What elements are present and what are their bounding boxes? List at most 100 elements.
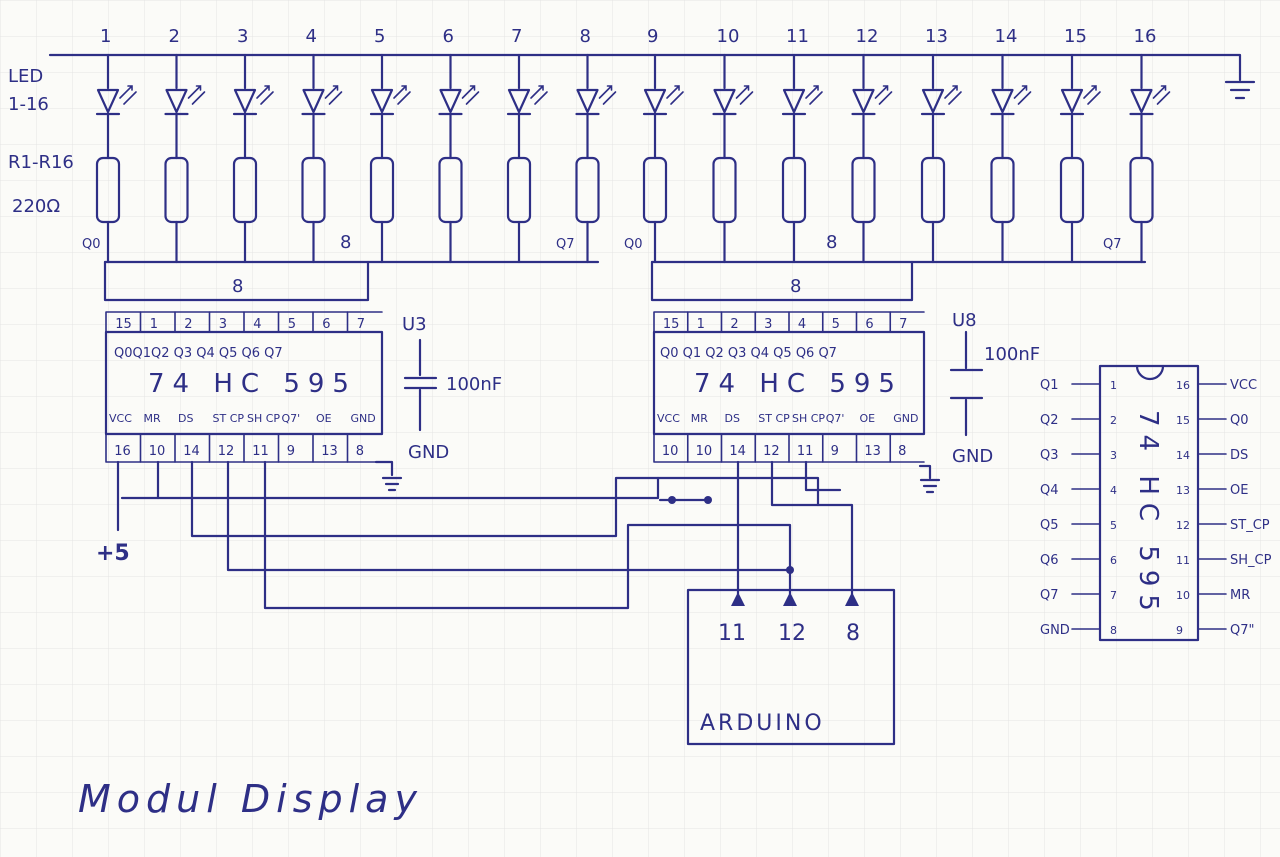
- right-shcp-wire: [804, 460, 842, 492]
- chip-top-pin-number: 15: [115, 317, 132, 332]
- led-number: 2: [169, 26, 180, 47]
- led-number: 3: [237, 26, 248, 47]
- right-cap-value: 100nF: [984, 344, 1040, 365]
- junction-dot: [668, 496, 676, 504]
- chip-bottom-pin-number: 8: [898, 444, 906, 459]
- chip-bottom-pin-number: 9: [831, 444, 839, 459]
- pinout-left-number: 1: [1110, 379, 1117, 392]
- light-emission-arrows: [1152, 85, 1171, 105]
- chip-top-pin-number: 3: [764, 317, 772, 332]
- led-number: 14: [995, 26, 1018, 47]
- chip-bottom-pin-name: Q7': [826, 412, 845, 425]
- chip-pin-cell: [821, 433, 858, 463]
- led-number: 6: [443, 26, 454, 47]
- led-label: LED: [8, 66, 43, 87]
- light-emission-arrows: [805, 85, 823, 105]
- chip-pin-cell: [139, 311, 176, 333]
- stcp-wire: [226, 460, 792, 596]
- left-cap-gnd: GND: [408, 442, 449, 463]
- chip-top-pin-number: 6: [322, 317, 330, 332]
- pinout-right-number: 9: [1176, 624, 1183, 637]
- chip-top-pin-number: 4: [253, 317, 261, 332]
- pinout-left-label: Q5: [1040, 518, 1059, 533]
- chip-pin-cell: [105, 311, 142, 333]
- pinout-part: 74 HC 595: [1133, 410, 1163, 619]
- chip-pin-cell: [174, 311, 211, 333]
- pinout-right-number: 10: [1176, 589, 1190, 602]
- chip-bottom-pin-number: 10: [662, 444, 679, 459]
- chip-bottom-pin-number: 11: [252, 444, 269, 459]
- rail-ground-symbol: [1224, 80, 1256, 100]
- pinout-right-label: Q0: [1230, 413, 1249, 428]
- led-number: 13: [925, 26, 948, 47]
- chip-bottom-pin-number: 10: [696, 444, 713, 459]
- led-number: 15: [1064, 26, 1087, 47]
- chip-bottom-pin-number: 16: [114, 444, 131, 459]
- left-cap-value: 100nF: [446, 374, 502, 395]
- chip-top-pin-number: 1: [150, 317, 158, 332]
- right-cap-ref: U8: [952, 310, 977, 331]
- chip-top-pin-number: 5: [832, 317, 840, 332]
- led-column: 16: [1129, 26, 1171, 264]
- pinout-left-number: 6: [1110, 554, 1117, 567]
- led-number: 8: [580, 26, 591, 47]
- chip-bottom-pin-name: MR: [691, 412, 708, 425]
- chip-pin-cell: [277, 433, 314, 463]
- right-bus-drop: [650, 260, 914, 302]
- led-column: 11: [781, 26, 823, 264]
- left-q-start: Q0: [82, 237, 101, 252]
- chip-bottom-pin-name: DS: [178, 412, 193, 425]
- led-number: 7: [511, 26, 522, 47]
- shcp-wire: [263, 460, 792, 610]
- chip-bottom-pin-name: ST CP: [758, 412, 790, 425]
- pinout-right-number: 13: [1176, 484, 1190, 497]
- chip-bottom-pin-number: 10: [149, 444, 166, 459]
- right-stcp-wire: [770, 460, 820, 507]
- chip-bottom-pin-name: OE: [316, 412, 332, 425]
- chip-pin-cell: [754, 311, 790, 333]
- pinout-left-label: Q6: [1040, 553, 1059, 568]
- left-chip-part: 74 HC 595: [148, 369, 357, 399]
- led-column: 10: [712, 26, 754, 264]
- chip-bottom-pin-number: 12: [763, 444, 780, 459]
- chip-pin-cell: [821, 311, 858, 333]
- led-column: 9: [642, 26, 684, 264]
- supply-label: +5: [96, 541, 130, 566]
- pinout-right-label: DS: [1230, 448, 1248, 463]
- chip-bottom-pin-name: SH CP: [792, 412, 825, 425]
- chip-top-pin-number: 7: [357, 317, 365, 332]
- left-decoupling-capacitor: U3 100nF GND: [402, 314, 502, 463]
- left-bus-width: 8: [340, 232, 351, 253]
- pinout-right-label: SH_CP: [1230, 553, 1272, 568]
- chip-top-pin-number: 7: [899, 317, 907, 332]
- pinout-left-label: Q3: [1040, 448, 1059, 463]
- led-number: 1: [100, 26, 111, 47]
- chip-bottom-pin-number: 12: [218, 444, 235, 459]
- chip-bottom-pin-number: 14: [729, 444, 746, 459]
- chip-bottom-pin-name: DS: [725, 412, 740, 425]
- led-column: 2: [164, 26, 206, 264]
- chip-pin-cell: [686, 433, 723, 463]
- chip-bottom-pin-name: VCC: [657, 412, 680, 425]
- led-column: 6: [438, 26, 480, 264]
- chip-bottom-pin-number: 8: [356, 444, 364, 459]
- chip-top-pin-number: 15: [663, 317, 680, 332]
- pinout-right-number: 15: [1176, 414, 1190, 427]
- junction-dot: [704, 496, 712, 504]
- pinout-right-label: MR: [1230, 588, 1250, 603]
- pinout-left-label: Q7: [1040, 588, 1059, 603]
- light-emission-arrows: [530, 85, 548, 105]
- arduino-body: [686, 588, 896, 746]
- resistor-label: R1-R16: [8, 152, 74, 173]
- led-column: 5: [369, 26, 411, 264]
- pinout-right-number: 14: [1176, 449, 1190, 462]
- chip-pin-cell: [653, 311, 689, 333]
- right-decoupling-capacitor: U8 100nF GND: [949, 310, 1040, 467]
- light-emission-arrows: [119, 85, 137, 105]
- pinout-right-label: VCC: [1230, 378, 1257, 393]
- pinout-right-number: 12: [1176, 519, 1190, 532]
- right-bus-drop-width: 8: [790, 276, 801, 297]
